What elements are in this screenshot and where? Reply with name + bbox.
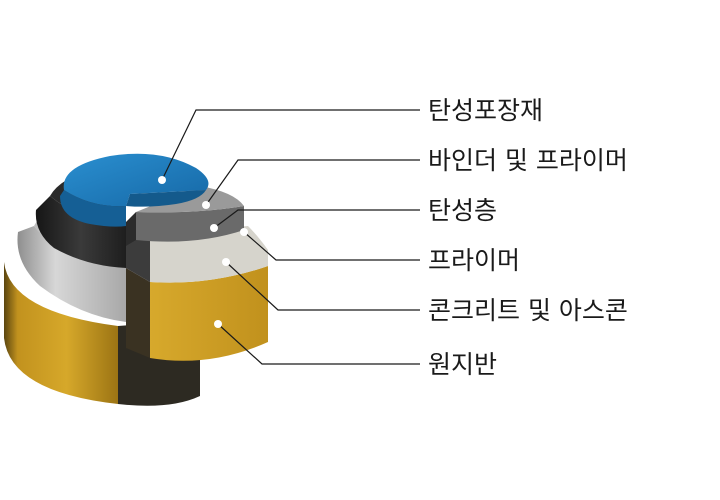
marker-dot-elastic-paving bbox=[158, 176, 166, 184]
leader-line-concrete-ascon bbox=[225, 261, 420, 311]
label-subgrade: 원지반 bbox=[428, 350, 497, 379]
leader-line-elastic-paving bbox=[161, 109, 420, 181]
marker-dot-binder-primer bbox=[202, 201, 210, 209]
leader-lines bbox=[161, 109, 420, 365]
label-binder-primer: 바인더 및 프라이머 bbox=[428, 146, 628, 175]
label-concrete-ascon: 콘크리트 및 아스콘 bbox=[428, 296, 628, 325]
leader-line-binder-primer bbox=[205, 159, 420, 206]
leader-line-primer bbox=[243, 231, 420, 261]
marker-dot-subgrade bbox=[214, 320, 222, 328]
concrete-ascon-layer bbox=[126, 266, 268, 361]
elastic-paving-layer bbox=[60, 153, 209, 227]
marker-dot-concrete-ascon bbox=[222, 258, 230, 266]
marker-dot-primer bbox=[240, 228, 248, 236]
label-elastic-paving: 탄성포장재 bbox=[428, 96, 543, 125]
leader-line-subgrade bbox=[217, 323, 420, 365]
layer-labels: 탄성포장재 바인더 및 프라이머 탄성층 프라이머 콘크리트 및 아스콘 원지반 bbox=[428, 96, 628, 379]
leader-line-elastic-layer bbox=[213, 209, 420, 229]
marker-dot-elastic-layer bbox=[210, 224, 218, 232]
label-primer: 프라이머 bbox=[428, 246, 520, 275]
marker-dots bbox=[158, 176, 248, 328]
label-elastic-layer: 탄성층 bbox=[428, 196, 497, 225]
